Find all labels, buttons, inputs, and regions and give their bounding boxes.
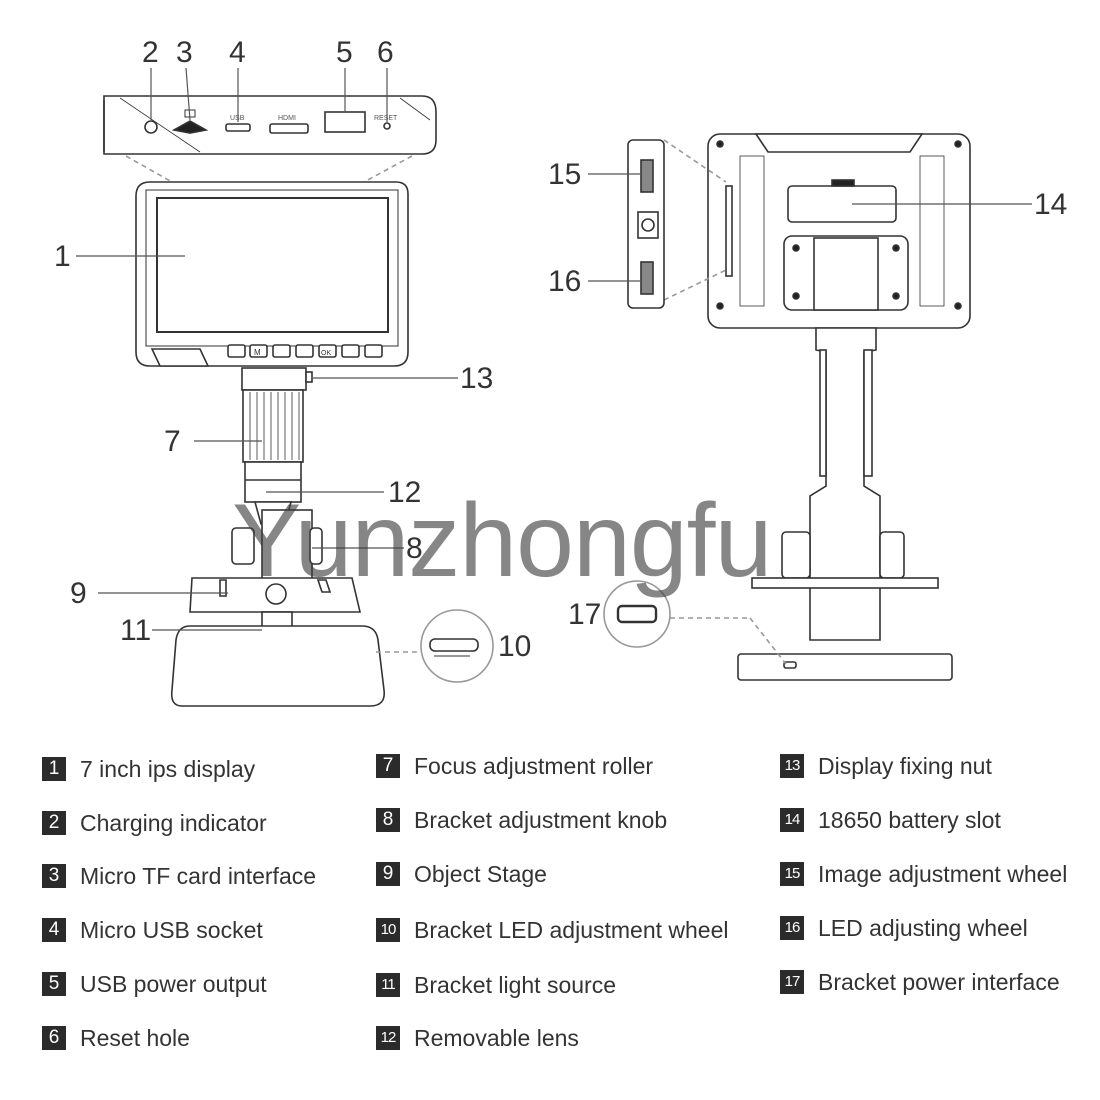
legend-item: 3 Micro TF card interface [42, 861, 316, 891]
legend-number: 7 [376, 754, 400, 778]
legend-label: Micro TF card interface [80, 862, 317, 889]
legend-number: 8 [376, 808, 400, 832]
legend-label: Bracket adjustment knob [414, 806, 668, 833]
legend-item: 6 Reset hole [42, 1023, 190, 1053]
legend-number: 12 [376, 1026, 400, 1050]
legend-item: 16 LED adjusting wheel [780, 913, 1028, 943]
legend-item: 14 18650 battery slot [780, 805, 1001, 835]
legend-number: 16 [780, 916, 804, 940]
legend-number: 2 [42, 811, 66, 835]
callout-6: 6 [377, 36, 394, 69]
callout-7: 7 [164, 425, 181, 458]
legend-label: Focus adjustment roller [414, 752, 654, 779]
legend-label: LED adjusting wheel [818, 914, 1028, 941]
legend-item: 15 Image adjustment wheel [780, 859, 1067, 889]
legend-item: 12 Removable lens [376, 1023, 579, 1053]
legend-number: 6 [42, 1026, 66, 1050]
legend-number: 5 [42, 972, 66, 996]
micro-usb-port [225, 123, 251, 132]
front-base [170, 625, 386, 707]
charging-indicator-port [144, 120, 158, 134]
callout-14: 14 [1034, 188, 1067, 221]
legend-number: 14 [780, 808, 804, 832]
callout-17: 17 [568, 598, 601, 631]
legend-label: 18650 battery slot [818, 806, 1001, 833]
legend-label: Display fixing nut [818, 752, 992, 779]
callout-15: 15 [548, 158, 581, 191]
legend-label: USB power output [80, 970, 267, 997]
microscope-diagram: 2 3 4 5 6 1 15 16 14 13 7 12 8 9 11 10 1… [54, 36, 1067, 707]
watermark: Yunzhongfu [232, 483, 772, 599]
legend-number: 13 [780, 754, 804, 778]
callout-5: 5 [336, 36, 353, 69]
legend-label: Bracket light source [414, 971, 616, 998]
hdmi-port [269, 123, 309, 134]
legend-number: 11 [376, 973, 400, 997]
callout-3: 3 [176, 36, 193, 69]
legend-item: 7 Focus adjustment roller [376, 751, 653, 781]
legend-item: 10 Bracket LED adjustment wheel [376, 915, 729, 945]
port-label-hdmi: HDMI [278, 115, 296, 122]
reset-hole [383, 122, 391, 130]
legend-item: 17 Bracket power interface [780, 967, 1060, 997]
button-label-ok: OK [321, 350, 331, 357]
adjustment-knob-left [231, 527, 255, 565]
callout-2: 2 [142, 36, 159, 69]
legend-item: 9 Object Stage [376, 859, 547, 889]
legend-number: 3 [42, 864, 66, 888]
legend-number: 4 [42, 918, 66, 942]
front-display [135, 181, 409, 367]
legend-label: Reset hole [80, 1024, 190, 1051]
usb-output-port [324, 111, 366, 133]
led-wheel [640, 261, 654, 295]
callout-1: 1 [54, 240, 71, 273]
callout-8: 8 [406, 532, 423, 565]
image-wheel [640, 159, 654, 193]
legend-label: Charging indicator [80, 809, 267, 836]
callout-13: 13 [460, 362, 493, 395]
port-label-reset: RESET [374, 115, 398, 122]
legend-number: 15 [780, 862, 804, 886]
legend-label: Bracket LED adjustment wheel [414, 916, 729, 943]
legend-item: 1 7 inch ips display [42, 754, 255, 784]
legend-label: Removable lens [414, 1024, 579, 1051]
legend-item: 4 Micro USB socket [42, 915, 263, 945]
callout-10: 10 [498, 630, 531, 663]
port-label-usb: USB [230, 115, 245, 122]
control-buttons [227, 344, 383, 358]
callout-16: 16 [548, 265, 581, 298]
display-top-edge-view [103, 95, 437, 155]
callout-4: 4 [229, 36, 246, 69]
button-label-m: M [254, 348, 261, 357]
focus-roller [242, 389, 304, 463]
front-microscope-body [170, 367, 386, 707]
legend-number: 10 [376, 918, 400, 942]
tf-card-slot [171, 120, 209, 134]
legend-number: 17 [780, 970, 804, 994]
legend-number: 9 [376, 862, 400, 886]
legend-label: Micro USB socket [80, 916, 263, 943]
legend-item: 11 Bracket light source [376, 970, 616, 1000]
callout-9: 9 [70, 577, 87, 610]
legend-label: 7 inch ips display [80, 755, 256, 782]
legend-label: Object Stage [414, 860, 547, 887]
callout-12: 12 [388, 476, 421, 509]
legend-item: 13 Display fixing nut [780, 751, 992, 781]
legend-item: 2 Charging indicator [42, 808, 267, 838]
rear-stand [737, 327, 953, 681]
legend-item: 8 Bracket adjustment knob [376, 805, 667, 835]
ips-screen [156, 197, 389, 333]
callout-11: 11 [120, 614, 151, 647]
legend-item: 5 USB power output [42, 969, 267, 999]
legend-number: 1 [42, 757, 66, 781]
rear-display [707, 133, 971, 329]
legend-label: Bracket power interface [818, 968, 1060, 995]
legend-label: Image adjustment wheel [818, 860, 1068, 887]
